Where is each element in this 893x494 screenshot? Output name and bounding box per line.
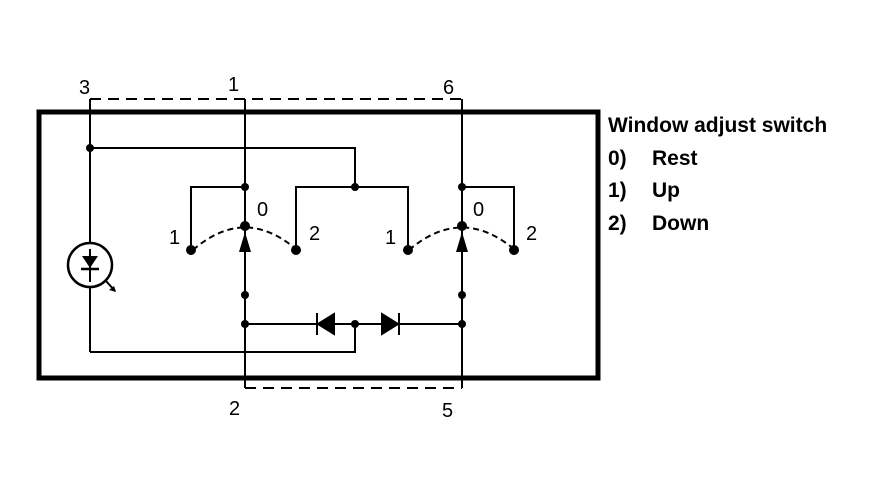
terminal-2-label: 2 (229, 398, 240, 420)
left-wiper-arrow (239, 232, 251, 252)
terminal-6-label: 6 (443, 77, 454, 99)
terminal-1-label: 1 (228, 74, 239, 96)
legend-item-rest: 0) Rest (608, 143, 827, 176)
junction-dots (86, 144, 519, 328)
legend: Window adjust switch 0) Rest 1) Up 2) Down (608, 110, 827, 240)
right-switch-pos0-label: 0 (473, 199, 484, 221)
indicator-lamp-icon (66, 241, 116, 292)
legend-item-up: 1) Up (608, 175, 827, 208)
wires (89, 99, 515, 388)
dashed-connections (90, 98, 462, 389)
terminal-3-label: 3 (79, 77, 90, 99)
legend-item-label: Up (652, 179, 680, 202)
left-switch-pos0-label: 0 (257, 199, 268, 221)
left-switch-pos1-label: 1 (169, 227, 180, 249)
legend-title: Window adjust switch (608, 114, 828, 137)
legend-item-number: 0) (608, 146, 627, 170)
legend-item-label: Rest (652, 146, 698, 170)
left-switch-pos2-label: 2 (309, 223, 320, 245)
right-switch-pos1-label: 1 (385, 227, 396, 249)
diode-pair (316, 312, 400, 336)
switch-housing (36, 109, 601, 381)
diode-left-icon (316, 312, 335, 336)
legend-item-number: 2) (608, 211, 627, 235)
legend-item-label: Down (652, 211, 710, 235)
right-wiper-arrow (456, 232, 468, 252)
legend-item-number: 1) (608, 179, 627, 202)
terminal-5-label: 5 (442, 400, 453, 422)
diode-right-icon (381, 312, 400, 336)
switch-wipers (239, 232, 468, 252)
switch-arcs (192, 226, 516, 251)
legend-item-down: 2) Down (608, 208, 827, 241)
right-switch-pos2-label: 2 (526, 223, 537, 245)
